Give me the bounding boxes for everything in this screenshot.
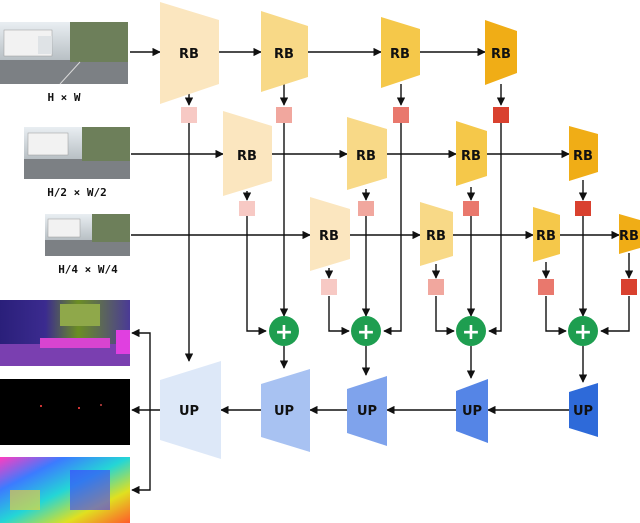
feature-square	[181, 107, 197, 123]
rb-row3-stage3: RB	[310, 197, 350, 271]
plus-icon: +	[357, 320, 375, 345]
feature-square	[463, 201, 479, 216]
rb-row1-stage4: RB	[485, 20, 517, 85]
rb-label: RB	[619, 229, 639, 244]
rb-label: RB	[237, 149, 257, 164]
plus-icon: +	[574, 320, 592, 345]
label-scale-quarter: H/4 × W/4	[58, 263, 118, 276]
rb-label: RB	[491, 47, 511, 62]
up-block-2: UP	[261, 369, 310, 452]
add-node-stage2: +	[269, 316, 299, 346]
input-image-full	[0, 22, 128, 85]
rb-label: RB	[319, 229, 339, 244]
rb-row1-stage2: RB	[261, 11, 308, 92]
label-scale-half: H/2 × W/2	[47, 186, 107, 199]
input-image-quarter	[45, 214, 130, 256]
add-node-stage3: +	[351, 316, 381, 346]
up-label: UP	[357, 404, 377, 419]
label-scale-full: H × W	[47, 91, 80, 104]
feature-square	[393, 107, 409, 123]
up-label: UP	[179, 404, 199, 419]
rb-label: RB	[536, 229, 556, 244]
rb-label: RB	[179, 47, 199, 62]
feature-square	[321, 279, 337, 295]
feature-square	[621, 279, 637, 295]
rb-label: RB	[356, 149, 376, 164]
feature-square	[428, 279, 444, 295]
feature-squares	[181, 107, 637, 295]
rb-label: RB	[461, 149, 481, 164]
add-node-stage5: +	[568, 316, 598, 346]
rb-label: RB	[274, 47, 294, 62]
up-block-3: UP	[347, 376, 387, 446]
rb-row1-stage1: RB	[160, 2, 219, 104]
rb-row3-stage4: RB	[420, 202, 453, 266]
input-image-half	[24, 127, 130, 179]
connections	[130, 47, 634, 495]
feature-square	[538, 279, 554, 295]
up-block-5: UP	[569, 383, 598, 437]
rb-row3-stage6: RB	[619, 214, 640, 254]
rb-label: RB	[390, 47, 410, 62]
feature-square	[239, 201, 255, 216]
rb-row2-stage2: RB	[223, 111, 272, 196]
rb-row2-stage4: RB	[456, 121, 487, 186]
rb-label: RB	[573, 149, 593, 164]
plus-icon: +	[275, 320, 293, 345]
rb-row3-stage5: RB	[533, 207, 560, 262]
rb-row1-stage3: RB	[381, 17, 420, 88]
output-depth-map	[0, 379, 130, 445]
up-block-4: UP	[456, 379, 488, 443]
up-label: UP	[462, 404, 482, 419]
feature-square	[493, 107, 509, 123]
up-label: UP	[573, 404, 593, 419]
output-segmentation	[0, 300, 130, 366]
up-block-1: UP	[160, 361, 221, 459]
feature-square	[358, 201, 374, 216]
rb-label: RB	[426, 229, 446, 244]
up-label: UP	[274, 404, 294, 419]
feature-square	[276, 107, 292, 123]
feature-square	[575, 201, 591, 216]
plus-icon: +	[462, 320, 480, 345]
output-optical-flow	[0, 457, 130, 523]
add-node-stage4: +	[456, 316, 486, 346]
rb-row2-stage5: RB	[569, 126, 598, 181]
rb-row2-stage3: RB	[347, 117, 387, 190]
